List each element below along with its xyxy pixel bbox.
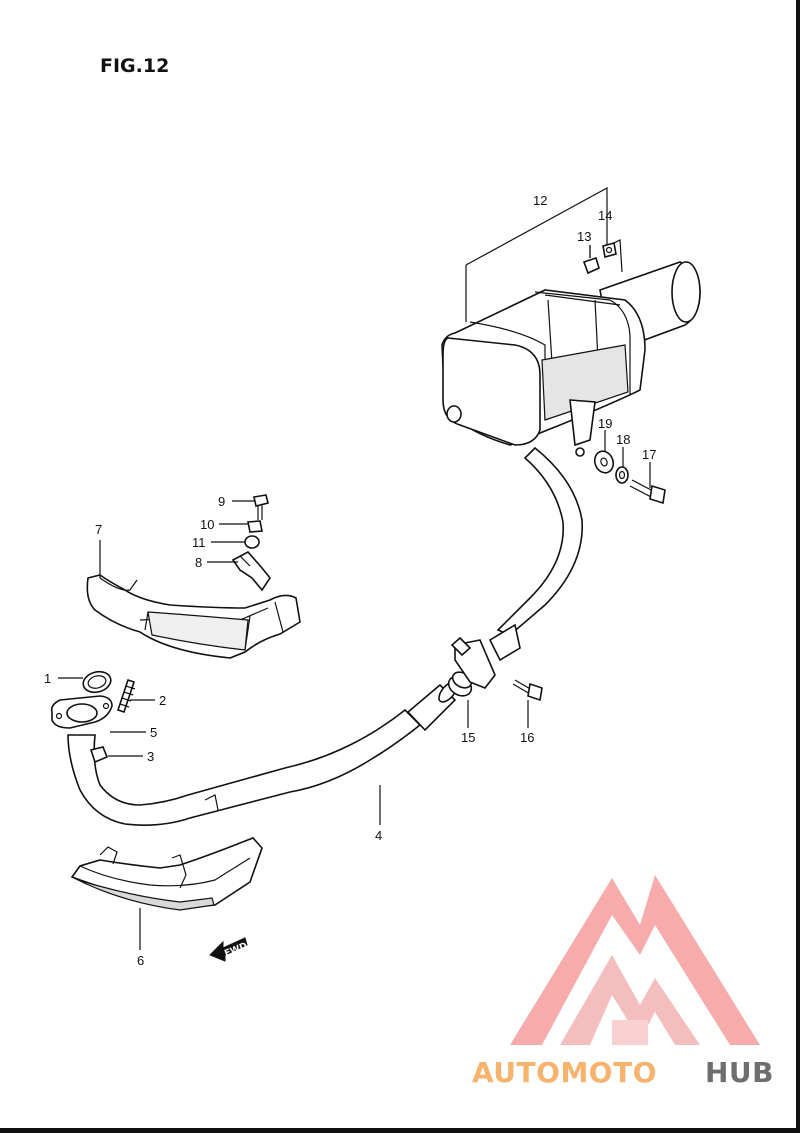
logo-text-hub: HUB xyxy=(705,1056,774,1089)
bolt-17 xyxy=(629,479,666,505)
callout-8: 8 xyxy=(195,555,202,570)
bolt-13 xyxy=(582,245,600,275)
washer-11 xyxy=(244,535,260,549)
gasket-1 xyxy=(82,670,112,694)
muffler-12 xyxy=(441,261,701,457)
fwd-arrow-icon: FWD xyxy=(209,937,249,962)
fwd-label: FWD xyxy=(223,941,249,959)
callout-19: 19 xyxy=(598,416,612,431)
callout-2: 2 xyxy=(159,693,166,708)
callout-11: 11 xyxy=(192,535,206,550)
callout-3: 3 xyxy=(147,749,154,764)
callout-18: 18 xyxy=(616,432,630,447)
heat-shield-6 xyxy=(70,837,263,911)
callout-10: 10 xyxy=(200,517,214,532)
logo-text-automoto: AUTOMOTO xyxy=(472,1056,657,1089)
washer-19 xyxy=(593,450,615,474)
callout-9: 9 xyxy=(218,494,225,509)
page-border-right xyxy=(796,0,800,1133)
heat-shield-7 xyxy=(86,574,301,659)
automotohub-logo xyxy=(510,875,760,1045)
callout-4: 4 xyxy=(375,828,382,843)
clamp-8 xyxy=(231,550,271,592)
callout-5: 5 xyxy=(150,725,157,740)
clamp xyxy=(450,636,496,689)
callout-17: 17 xyxy=(642,447,656,462)
bolt-16 xyxy=(512,679,543,702)
gasket-15 xyxy=(447,671,473,697)
stud-2 xyxy=(116,678,136,714)
nut-10 xyxy=(247,520,263,533)
callout-labels: 1 2 3 4 5 6 7 8 9 10 11 12 13 14 15 16 1… xyxy=(44,193,656,968)
washer-18 xyxy=(615,466,629,484)
callout-14: 14 xyxy=(598,208,612,223)
callout-1: 1 xyxy=(44,671,51,686)
page-border-bottom xyxy=(0,1128,800,1133)
callout-12: 12 xyxy=(533,193,547,208)
nut-3 xyxy=(89,746,109,764)
callout-15: 15 xyxy=(461,730,475,745)
leader-lines xyxy=(58,245,651,950)
flange-5 xyxy=(50,695,113,729)
callout-6: 6 xyxy=(137,953,144,968)
callout-16: 16 xyxy=(520,730,534,745)
figure-title: FIG.12 xyxy=(100,55,169,77)
exhaust-pipe-4 xyxy=(67,446,583,826)
screw-9 xyxy=(253,494,269,520)
callout-13: 13 xyxy=(577,229,591,244)
callout-7: 7 xyxy=(95,522,102,537)
nut-14 xyxy=(602,241,617,259)
